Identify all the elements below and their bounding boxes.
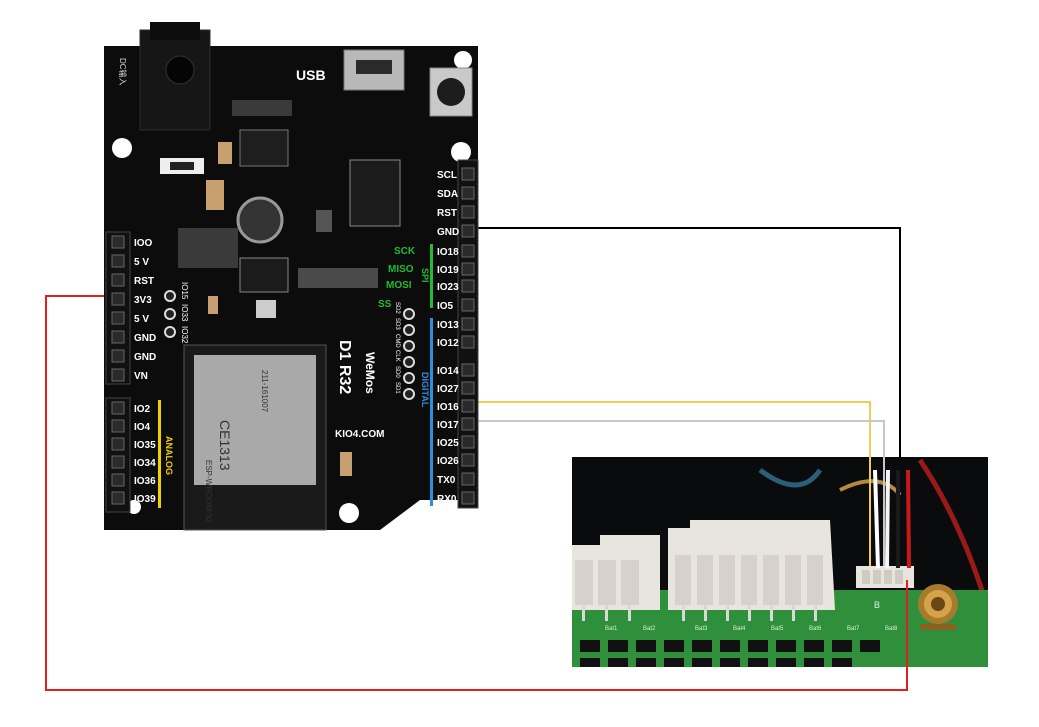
ce-mark: CE1313 (217, 420, 233, 471)
reset-button (429, 67, 473, 117)
cell-label: Bat7 (847, 626, 860, 632)
small-connector: B (856, 566, 914, 610)
usb-label: USB (296, 67, 326, 83)
pin-label: IO27 (437, 384, 459, 395)
pin-label: RST (134, 276, 154, 287)
pin-label: IO16 (437, 402, 459, 413)
cell-label: Bat1 (605, 626, 618, 632)
digital-label-group: DIGITAL (420, 318, 433, 506)
cell-label: Bat4 (733, 626, 746, 632)
smd-components (160, 100, 401, 476)
pin-label: IO14 (437, 366, 459, 377)
pin-label: IO18 (437, 247, 459, 258)
pin-label: GND (437, 227, 459, 238)
esp-module: ESP-WROOM-32 211-161007 CE1313 (183, 344, 327, 531)
gnd-wire (477, 227, 901, 457)
connector-mark: B (874, 600, 880, 610)
pin-label: IO39 (134, 494, 156, 505)
module-code: 211-161007 (260, 370, 269, 413)
spi-pin-label: MOSI (386, 280, 412, 291)
dc-jack: DC输入 (118, 22, 211, 131)
pin-label: IO17 (437, 420, 459, 431)
pin-label: IO26 (437, 456, 459, 467)
digital-label: DIGITAL (420, 372, 430, 408)
pin-label: IO25 (437, 438, 459, 449)
spi-labels: SCK MISO MOSI SS SPI (378, 244, 433, 310)
board-brand: WeMos (363, 352, 377, 394)
usb-port: USB (296, 49, 405, 91)
pin-label: IO23 (437, 282, 459, 293)
cell-label: Bat2 (643, 626, 656, 632)
pcb-components (580, 640, 880, 667)
io16-wire (477, 401, 871, 566)
pin-label: IO12 (437, 338, 459, 349)
pin-label: TX0 (437, 475, 456, 486)
pin-label: IOO (134, 238, 153, 249)
pin-label: VN (134, 371, 148, 382)
flash-pin-label: SD1 (394, 382, 400, 394)
flash-pin-label: CMD (394, 334, 400, 348)
brass-standoff (918, 584, 958, 630)
flash-pin-label: SD3 (394, 318, 400, 330)
pin-label: SDA (437, 189, 458, 200)
cell-label: Bat5 (771, 626, 784, 632)
pin-label: GND (134, 333, 156, 344)
pin-label: IO13 (437, 320, 459, 331)
analog-label-group: ANALOG (158, 400, 174, 508)
cell-label: Bat6 (809, 626, 822, 632)
pin-label: 5 V (134, 257, 149, 268)
pin-label: IO5 (437, 301, 454, 312)
mounting-hole (112, 138, 132, 158)
pin-label: SCL (437, 170, 457, 181)
module-name: ESP-WROOM-32 (204, 460, 213, 523)
pin-label: 3V3 (134, 295, 152, 306)
extra-pin-label: IO32 (180, 326, 189, 344)
spi-pin-label: SS (378, 299, 392, 310)
flash-pin-label: CLK (394, 350, 400, 362)
extra-pins: IO15 IO33 IO32 (164, 282, 189, 344)
io17-wire (477, 420, 885, 566)
left-header-bottom: IO2 IO4 IO35 IO34 IO36 IO39 (105, 397, 156, 513)
connector-photo: Bat1 Bat2 Bat3 Bat4 Bat5 Bat6 Bat7 Bat8 … (572, 457, 988, 667)
pin-label: IO4 (134, 422, 151, 433)
website-label: KIO4.COM (335, 429, 384, 440)
mounting-hole (451, 142, 471, 162)
extra-pin-label: IO15 (180, 282, 189, 300)
3v3-wire (45, 295, 908, 691)
pin-label: GND (134, 352, 156, 363)
wires (45, 227, 908, 691)
left-header-top: IOO 5 V RST 3V3 5 V GND GND VN (105, 231, 156, 385)
spi-pin-label: SCK (394, 246, 416, 257)
extra-pin-label: IO33 (180, 304, 189, 322)
mounting-hole (454, 51, 472, 69)
analog-label: ANALOG (164, 436, 174, 475)
pin-label: IO36 (134, 476, 156, 487)
mounting-hole (339, 503, 359, 523)
pin-label: IO35 (134, 440, 156, 451)
pin-label: RX0 (437, 494, 457, 505)
board-model: D1 R32 (336, 340, 353, 394)
pin-label: 5 V (134, 314, 149, 325)
pin-label: IO19 (437, 265, 459, 276)
esp32-board: DC输入 USB (104, 22, 479, 531)
flash-pin-label: SD0 (394, 366, 400, 378)
pin-label: IO34 (134, 458, 156, 469)
right-header: SCL SDA RST GND IO18 IO19 IO23 IO5 IO13 … (437, 159, 479, 509)
spi-label: SPI (420, 268, 430, 283)
pin-label: IO2 (134, 404, 151, 415)
pin-label: RST (437, 208, 457, 219)
dc-label: DC输入 (118, 58, 128, 86)
jst-connectors (572, 520, 835, 621)
cell-labels: Bat1 Bat2 Bat3 Bat4 Bat5 Bat6 Bat7 Bat8 (605, 626, 898, 632)
spi-pin-label: MISO (388, 264, 414, 275)
flash-pins: SD2 SD3 CMD CLK SD0 SD1 (394, 302, 415, 400)
cell-label: Bat8 (885, 626, 898, 632)
flash-pin-label: SD2 (394, 302, 400, 314)
cell-label: Bat3 (695, 626, 708, 632)
